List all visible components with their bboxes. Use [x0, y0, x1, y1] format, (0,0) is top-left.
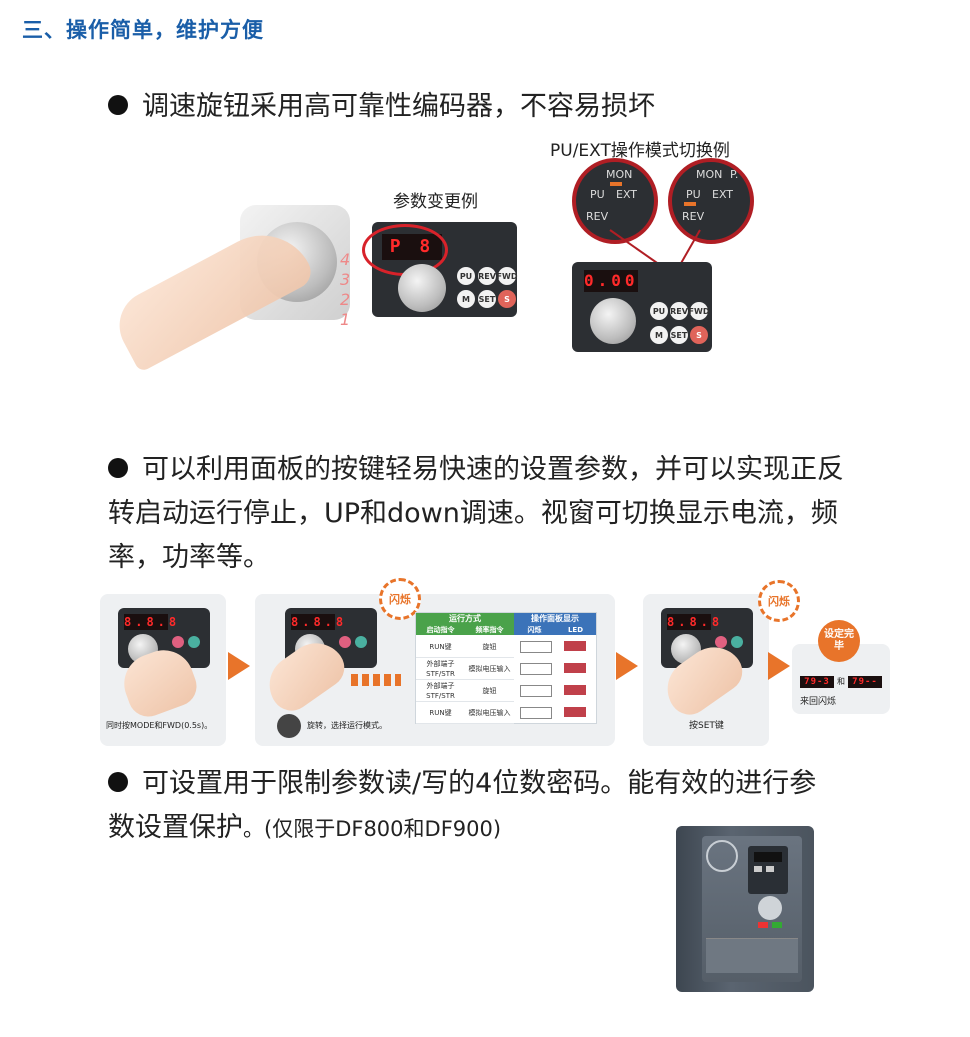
fwd-button[interactable]: FWD: [497, 267, 517, 285]
feature-1-text: 调速旋钮采用高可靠性编码器，不容易损坏: [108, 85, 655, 129]
caption-param-change: 参数变更例: [393, 192, 478, 212]
stop-button[interactable]: S: [690, 326, 708, 344]
arrow-right-icon: [768, 652, 790, 680]
arrow-right-icon: [228, 652, 250, 680]
bullet-icon: [108, 457, 128, 478]
logo-icon: [706, 840, 738, 872]
section-title: 三、操作简单，维护方便: [22, 18, 264, 42]
step-1-panel: 8.8.8 同时按MODE和FWD(0.5s)。: [100, 594, 226, 746]
stop-button[interactable]: S: [498, 290, 516, 308]
feature-3-text: 可设置用于限制参数读/写的4位数密码。能有效的进行参 数设置保护。(仅限于DF8…: [108, 768, 817, 843]
operation-panel-1: P 8 PU REV FWD M SET S: [362, 222, 517, 317]
done-badge: 设定完毕: [818, 620, 860, 662]
knob-icon: [590, 298, 636, 344]
set-button[interactable]: SET: [670, 326, 688, 344]
step-1-caption: 同时按MODE和FWD(0.5s)。: [106, 721, 213, 730]
fwd-button[interactable]: FWD: [689, 302, 709, 320]
bullet-icon: [108, 771, 128, 792]
mode-button[interactable]: M: [457, 290, 475, 308]
inverter-product-image: [676, 826, 814, 992]
label-plate: [706, 938, 798, 973]
zoom-circle-2: MON P. PU EXT REV: [668, 158, 754, 244]
feature-2-text: 可以利用面板的按键轻易快速的设置参数，并可以实现正反 转启动运行停止，UP和do…: [108, 454, 844, 573]
knob-icon: [277, 714, 301, 738]
step-3-caption: 按SET键: [689, 721, 724, 731]
step-3-panel: 8.8.8 按SET键: [643, 594, 769, 746]
flash-icon: 闪烁: [758, 580, 800, 622]
table-row: 外部端子STF/STR: [416, 659, 465, 680]
step-2-panel: 8.8.8 闪烁 旋转，选择运行模式。 运行方式 操作面板显示 启动指令 频率指…: [255, 578, 615, 746]
rev-button[interactable]: REV: [478, 267, 496, 285]
dial-marks: 4 3 2 1: [340, 250, 351, 329]
hand-icon: [107, 217, 317, 373]
done-panel: 79-3 和 79-- 来回闪烁: [792, 644, 890, 714]
dashed-arrow: [351, 674, 401, 686]
lcd-display: 0.00: [584, 270, 639, 292]
zoom-lines: [609, 229, 701, 266]
caption-mode-switch: PU/EXT操作模式切换例: [550, 141, 730, 161]
bullet-icon: [108, 94, 128, 115]
done-caption: 来回闪烁: [800, 697, 837, 707]
rev-button[interactable]: REV: [670, 302, 688, 320]
knob-icon: [758, 896, 782, 920]
set-button[interactable]: SET: [478, 290, 496, 308]
pu-ext-button[interactable]: PU: [650, 302, 668, 320]
arrow-right-icon: [616, 652, 638, 680]
zoom-circle-1: MON PU EXT REV: [572, 158, 658, 244]
operation-panel-2: 0.00 PU REV FWD M SET S: [572, 262, 712, 352]
table-row: RUN键: [416, 637, 465, 658]
mode-button[interactable]: M: [650, 326, 668, 344]
knob-icon: [398, 264, 446, 312]
table-row: 外部端子STF/STR: [416, 681, 465, 702]
mode-table: 运行方式 操作面板显示 启动指令 频率指令 闪烁 LED RUN键 旋钮 外部端…: [415, 612, 597, 724]
knob-hand-illustration: 4 3 2 1: [107, 190, 362, 373]
flash-icon: 闪烁: [379, 578, 421, 620]
table-row: RUN键: [416, 703, 465, 724]
step-2-caption: 旋转，选择运行模式。: [307, 721, 387, 730]
pu-ext-button[interactable]: PU: [457, 267, 475, 285]
